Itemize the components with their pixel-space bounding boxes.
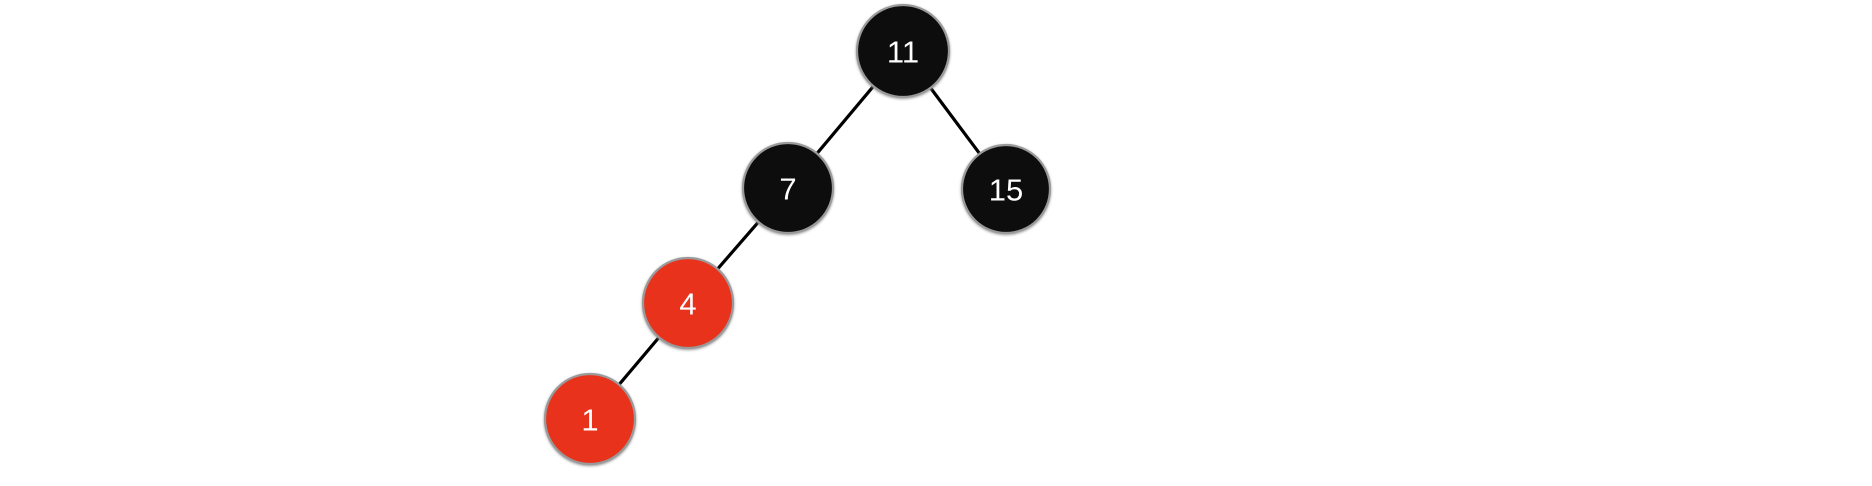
node-label: 15 bbox=[989, 173, 1023, 208]
node-label: 4 bbox=[679, 287, 696, 322]
node-label: 7 bbox=[779, 172, 796, 207]
node-label: 11 bbox=[887, 35, 919, 70]
node-label: 1 bbox=[581, 403, 598, 438]
node-circle[interactable] bbox=[855, 3, 951, 99]
node-circle[interactable] bbox=[741, 141, 835, 235]
tree-node[interactable]: 15 bbox=[960, 143, 1052, 235]
tree-edge bbox=[928, 85, 983, 157]
node-circle[interactable] bbox=[960, 143, 1052, 235]
node-circle[interactable] bbox=[641, 256, 735, 350]
node-circle[interactable] bbox=[543, 372, 637, 466]
tree-edge bbox=[715, 219, 761, 272]
tree-edge bbox=[616, 334, 662, 388]
tree-node[interactable]: 7 bbox=[741, 141, 835, 235]
edges-layer bbox=[616, 83, 983, 388]
tree-node[interactable]: 4 bbox=[641, 256, 735, 350]
tree-node[interactable]: 1 bbox=[543, 372, 637, 466]
nodes-layer: 11 7 15 4 1 bbox=[543, 3, 1052, 466]
tree-edge bbox=[814, 83, 876, 157]
tree-node[interactable]: 11 bbox=[855, 3, 951, 99]
